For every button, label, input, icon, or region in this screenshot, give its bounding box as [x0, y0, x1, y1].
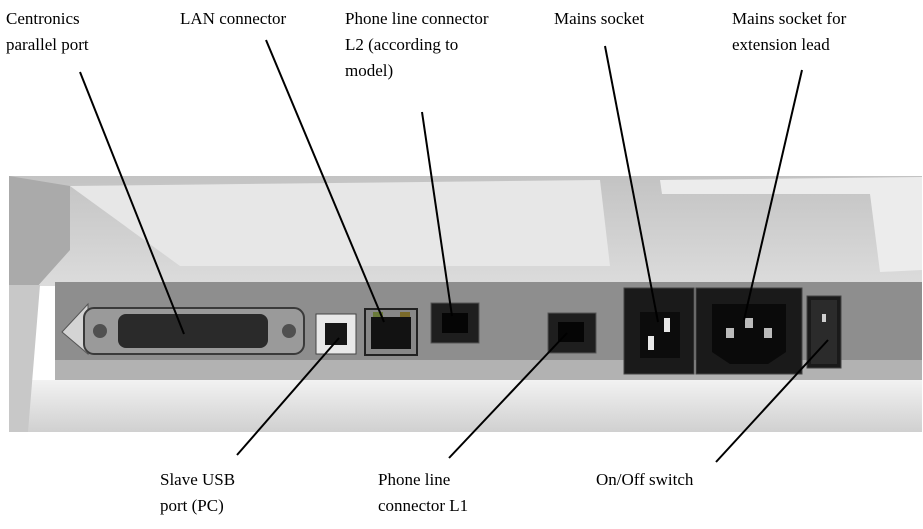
label-line: Mains socket — [554, 9, 645, 28]
label-line: parallel port — [6, 35, 89, 54]
label-mains: Mains socket — [554, 6, 644, 32]
mains-extension-socket — [695, 287, 803, 375]
housing-lip — [70, 180, 610, 266]
leader-mains — [604, 45, 659, 323]
phone-l2-port — [430, 302, 480, 344]
phone-l1-port — [547, 312, 597, 354]
centronics-port — [61, 302, 305, 356]
label-line: Centronics — [6, 9, 80, 28]
leader-phone-l2 — [421, 111, 453, 317]
leader-lines — [79, 39, 829, 463]
leader-lan — [265, 39, 385, 323]
label-mains-ext: Mains socket for extension lead — [732, 6, 846, 58]
mains-socket — [623, 287, 695, 375]
label-phone-l2: Phone line connector L2 (according to mo… — [345, 6, 489, 84]
housing-left-side — [9, 285, 40, 432]
label-line: extension lead — [732, 35, 830, 54]
label-centronics: Centronics parallel port — [6, 6, 89, 58]
leader-centronics — [79, 71, 185, 335]
label-line: Phone line connector — [345, 9, 489, 28]
label-line: Mains socket for — [732, 9, 847, 28]
housing-left-edge — [9, 176, 70, 290]
label-line: model) — [345, 61, 394, 80]
label-line: Slave USB — [160, 470, 236, 489]
label-line: LAN connector — [180, 9, 287, 28]
label-phone-l1: Phone line connector L1 — [378, 467, 468, 519]
label-usb: Slave USB port (PC) — [160, 467, 235, 519]
housing-bottom — [9, 380, 922, 432]
label-line: port (PC) — [160, 496, 224, 515]
label-onoff: On/Off switch — [596, 467, 693, 493]
label-lan: LAN connector — [180, 6, 286, 32]
leader-usb — [236, 337, 340, 456]
leader-phone-l1 — [448, 332, 568, 459]
label-line: L2 (according to — [345, 35, 459, 54]
lan-port — [364, 308, 418, 356]
housing-right-panel — [660, 177, 922, 272]
label-line: On/Off switch — [596, 470, 694, 489]
label-line: Phone line — [378, 470, 451, 489]
label-line: connector L1 — [378, 496, 469, 515]
leader-onoff — [715, 339, 829, 463]
usb-port — [315, 313, 357, 355]
leader-mains-ext — [743, 69, 803, 321]
